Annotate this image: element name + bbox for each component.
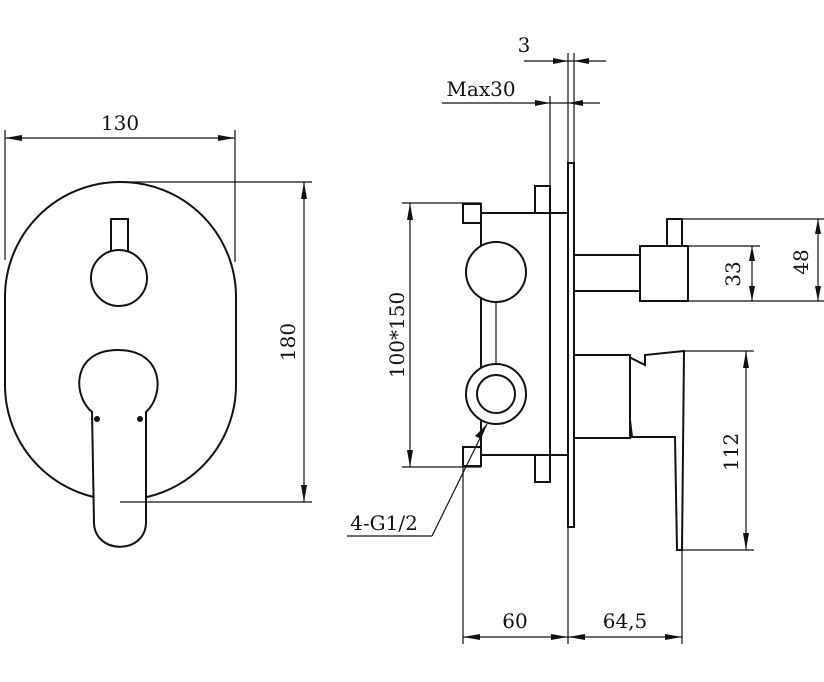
- diverter-knob: [90, 249, 148, 307]
- upper-port: [465, 241, 527, 303]
- mixer-handle: [78, 348, 159, 548]
- diverter-knob-stem: [666, 218, 683, 247]
- dim-33-label: 33: [721, 261, 745, 286]
- dim-112-label: 112: [719, 433, 743, 471]
- handle-screw-left: [94, 416, 100, 422]
- dim-130-label: 130: [101, 111, 139, 135]
- handle-screw-right: [137, 416, 143, 422]
- diverter-knob-side: [639, 245, 689, 302]
- lug-top-left: [462, 203, 482, 224]
- handle-collar: [573, 354, 631, 439]
- dim-100x150-label: 100*150: [385, 292, 409, 378]
- dim-64-5-label: 64,5: [603, 609, 648, 633]
- side-view: 3 Max30 100*150 4-G1/2 60 64,5: [347, 33, 824, 644]
- dim-60-label: 60: [502, 609, 527, 633]
- lower-port-inner: [476, 374, 516, 414]
- dim-48-label: 48: [789, 249, 813, 274]
- lower-port-outer: [465, 363, 527, 425]
- lug-bottom-right: [534, 454, 551, 483]
- wall-cover-plate: [567, 162, 575, 528]
- dim-3-label: 3: [518, 33, 531, 57]
- diverter-spindle: [573, 254, 641, 292]
- dim-max30-label: Max30: [446, 77, 515, 101]
- lug-bottom-left: [462, 446, 482, 467]
- front-view: 130 180: [4, 111, 312, 548]
- dim-180-label: 180: [276, 323, 300, 361]
- lug-top-right: [534, 185, 551, 214]
- box-plate: [549, 212, 569, 456]
- dim-ports-label: 4-G1/2: [350, 511, 418, 535]
